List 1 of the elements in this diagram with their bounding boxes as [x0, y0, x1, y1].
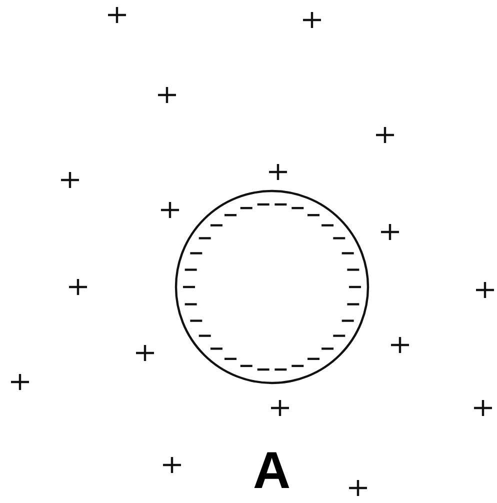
figure-label: A [253, 445, 291, 497]
